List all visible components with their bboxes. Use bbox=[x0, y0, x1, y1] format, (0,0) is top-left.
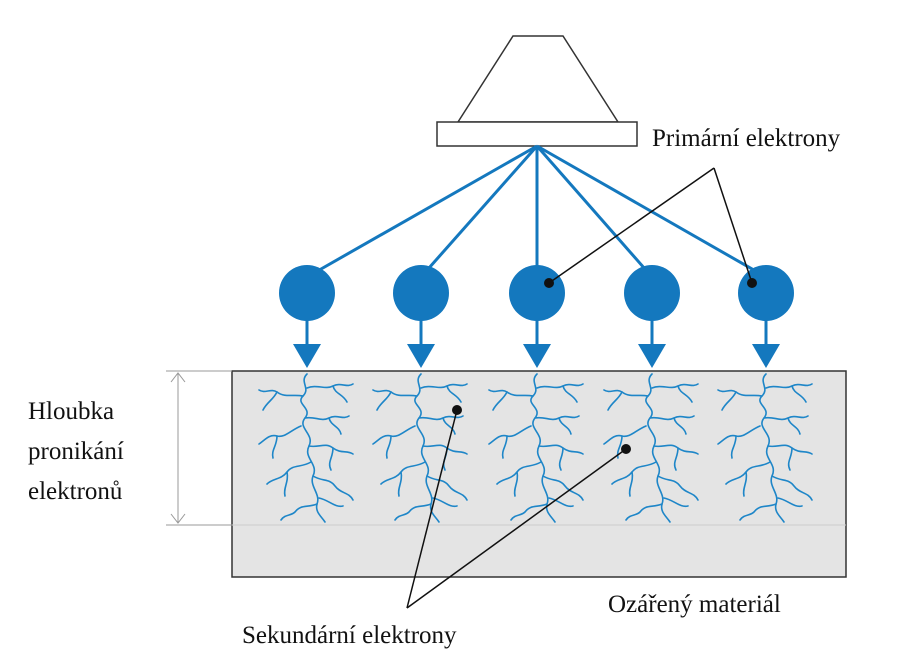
secondary-leaders bbox=[406, 409, 627, 609]
beam-lines bbox=[306, 144, 767, 279]
irradiated-material-block bbox=[231, 370, 847, 578]
leader-line bbox=[406, 448, 627, 609]
beam-line bbox=[419, 145, 539, 278]
electron-5 bbox=[738, 265, 794, 368]
arrow-down-icon bbox=[752, 344, 780, 368]
arrow-down-icon bbox=[407, 344, 435, 368]
electron-gun bbox=[436, 35, 638, 147]
leader-dot bbox=[747, 278, 757, 288]
primary-electron bbox=[738, 265, 794, 321]
arrow-down-icon bbox=[293, 344, 321, 368]
penetration-depth-label-line1: Hloubka bbox=[28, 398, 114, 425]
leader-line bbox=[548, 167, 715, 284]
primary-electron bbox=[393, 265, 449, 321]
electron-3 bbox=[509, 265, 565, 368]
primary-electrons-label: Primární elektrony bbox=[652, 125, 841, 152]
primary-leaders bbox=[548, 167, 753, 284]
beam-line bbox=[535, 145, 654, 278]
electron-1 bbox=[279, 265, 335, 368]
primary-electron bbox=[509, 265, 565, 321]
primary-electron bbox=[624, 265, 680, 321]
irradiated-material-label: Ozářený materiál bbox=[608, 591, 781, 618]
gun-aperture bbox=[436, 121, 638, 147]
beam-line bbox=[306, 144, 538, 279]
secondary-electrons-label: Sekundární elektrony bbox=[242, 622, 457, 649]
leader-dot bbox=[621, 444, 631, 454]
gun-cone bbox=[456, 35, 620, 123]
penetration-depth-marker bbox=[166, 370, 232, 526]
arrow-down-icon bbox=[523, 344, 551, 368]
primary-electron bbox=[279, 265, 335, 321]
arrow-down-icon bbox=[638, 344, 666, 368]
leader-dot bbox=[452, 405, 462, 415]
electron-4 bbox=[624, 265, 680, 368]
leader-dot bbox=[544, 278, 554, 288]
leader-line bbox=[406, 409, 458, 609]
penetration-depth-label-line3: elektronů bbox=[28, 478, 123, 505]
leader-line bbox=[713, 167, 753, 284]
penetration-depth-label-line2: pronikání bbox=[28, 438, 124, 465]
electron-2 bbox=[393, 265, 449, 368]
